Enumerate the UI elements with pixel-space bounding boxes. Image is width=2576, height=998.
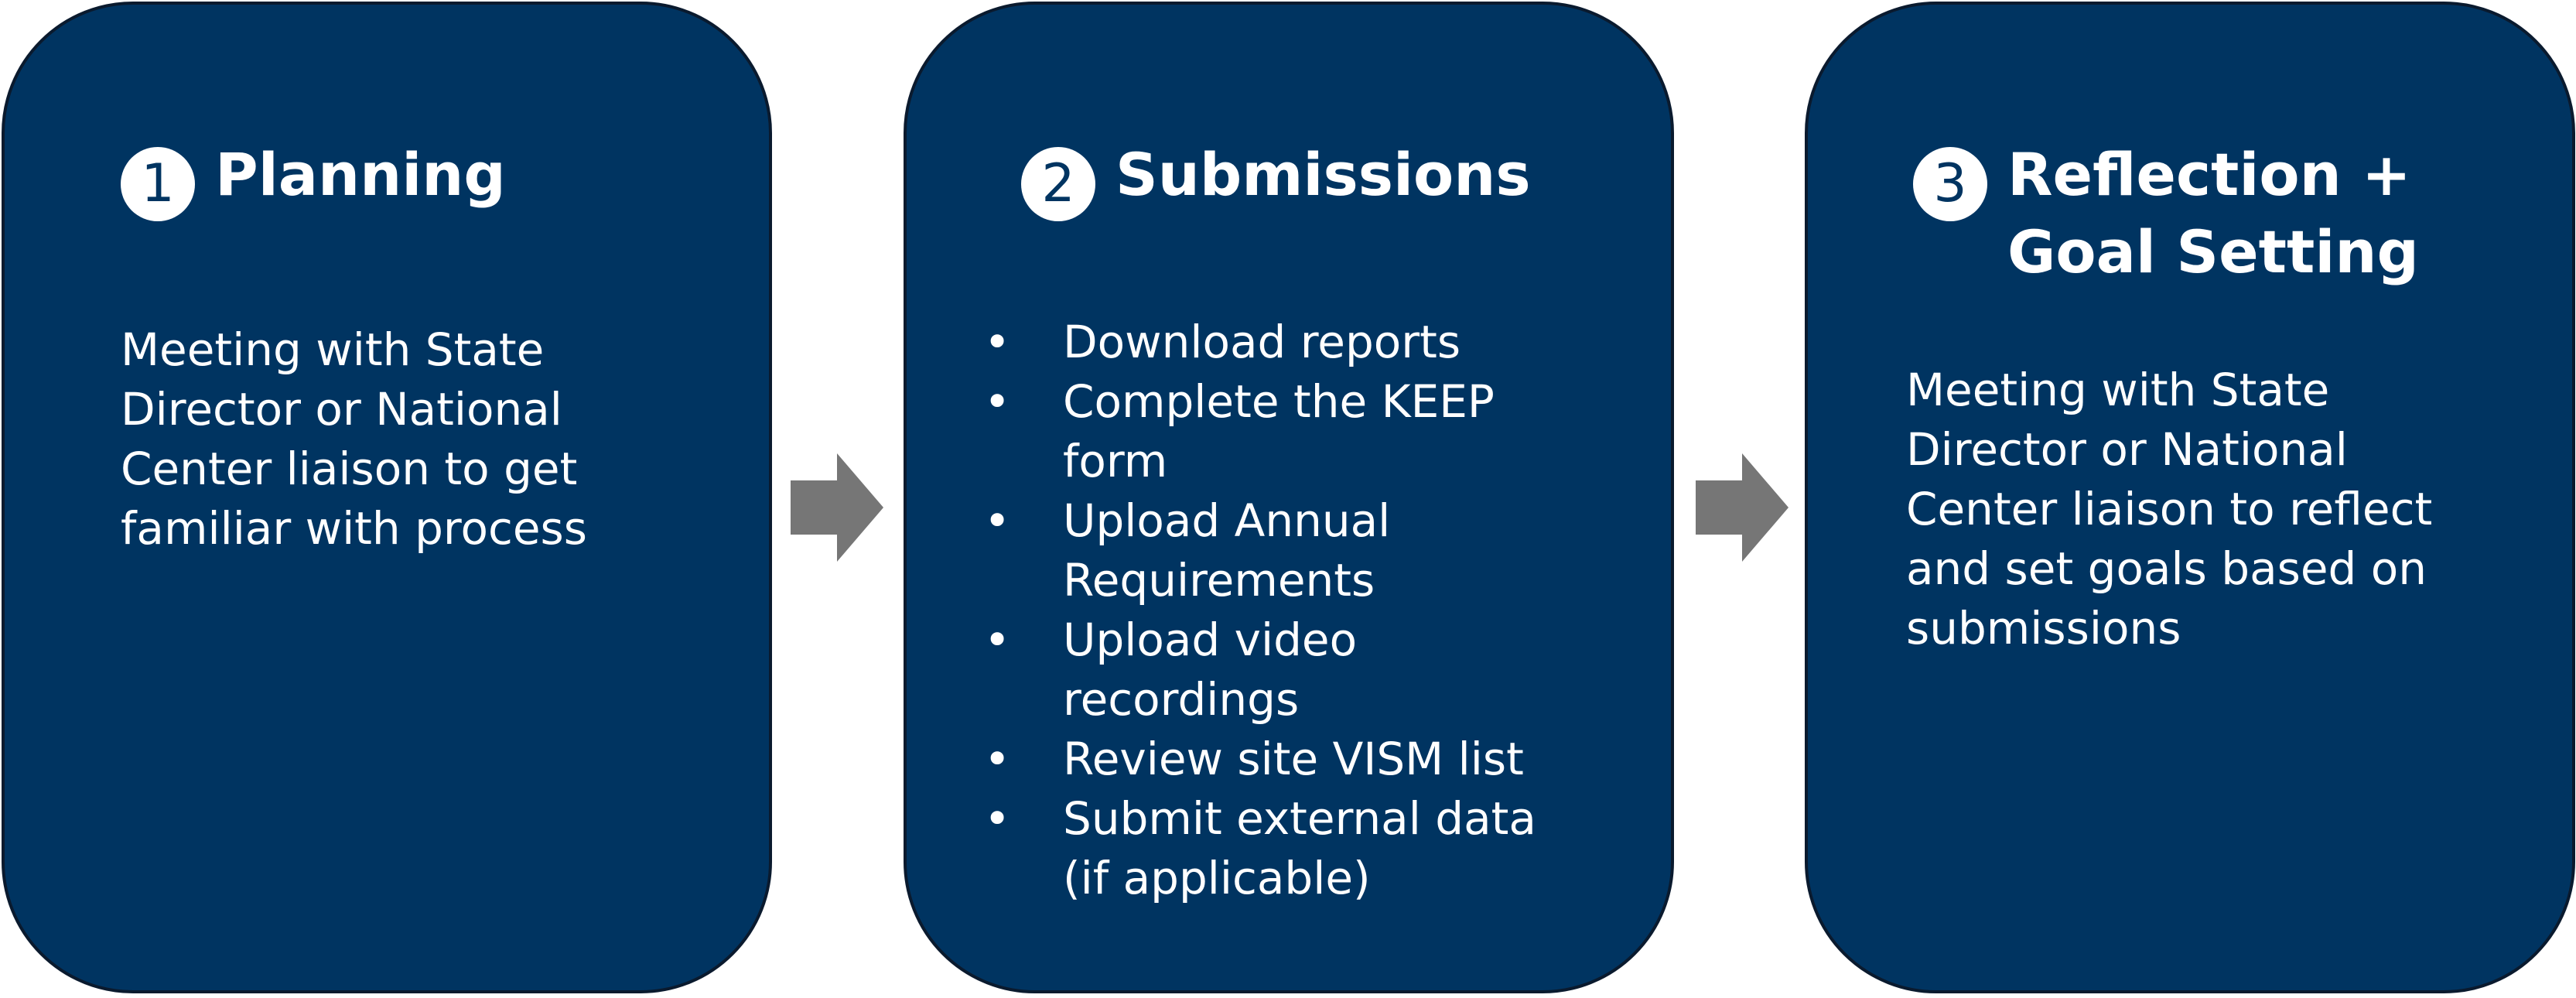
step-header: 3 Reflection + Goal Setting xyxy=(1913,136,2419,291)
list-item-text: (if applicable) xyxy=(1063,852,1371,904)
step-card-planning: 1 Planning Meeting with State Director o… xyxy=(2,2,772,993)
description-line: Center liaison to reflect xyxy=(1906,483,2433,535)
description-line: familiar with process xyxy=(121,502,587,555)
step-number-icon: 1 xyxy=(121,147,195,221)
list-item: • Upload video recordings xyxy=(984,610,1536,730)
step-number-icon: 2 xyxy=(1021,147,1095,221)
step-title-line: Goal Setting xyxy=(2007,217,2419,286)
step-card-reflection: 3 Reflection + Goal Setting Meeting with… xyxy=(1805,2,2575,993)
step-title: Reflection + Goal Setting xyxy=(2007,136,2419,291)
list-item-text: Review site VISM list xyxy=(1063,733,1524,785)
description-line: Director or National xyxy=(121,383,562,436)
description-line: Center liaison to get xyxy=(121,443,578,495)
bullet-icon: • xyxy=(984,494,1011,547)
description-line: and set goals based on xyxy=(1906,542,2427,595)
submission-task-list: • Download reports • Complete the KEEP f… xyxy=(984,313,1536,908)
step-header: 2 Submissions xyxy=(1021,136,1531,221)
step-number-icon: 3 xyxy=(1913,147,1987,221)
step-header: 1 Planning xyxy=(121,136,506,221)
bullet-icon: • xyxy=(984,792,1011,845)
list-item: • Upload Annual Requirements xyxy=(984,491,1536,610)
step-title-line: Planning xyxy=(215,140,506,209)
description-line: Meeting with State xyxy=(121,323,545,376)
list-item-text: Complete the KEEP xyxy=(1063,375,1495,428)
list-item-text: Submit external data xyxy=(1063,792,1536,845)
list-item: • Review site VISM list xyxy=(984,730,1536,789)
step-title: Planning xyxy=(215,136,506,214)
arrow-right-icon xyxy=(1696,453,1789,562)
list-item: • Download reports xyxy=(984,313,1536,372)
description-line: Meeting with State xyxy=(1906,364,2330,416)
arrow-right-icon xyxy=(791,453,883,562)
list-item: • Complete the KEEP form xyxy=(984,372,1536,491)
list-item-text: Requirements xyxy=(1063,554,1375,607)
step-card-submissions: 2 Submissions • Download reports • Compl… xyxy=(904,2,1674,993)
step-description: Meeting with State Director or National … xyxy=(1906,361,2432,658)
bullet-icon: • xyxy=(984,613,1011,666)
bullet-icon: • xyxy=(984,375,1011,428)
list-item-text: Upload Annual xyxy=(1063,494,1391,547)
description-line: Director or National xyxy=(1906,423,2348,476)
bullet-icon: • xyxy=(984,316,1011,368)
bullet-icon: • xyxy=(984,733,1011,785)
list-item: • Submit external data (if applicable) xyxy=(984,789,1536,908)
description-line: submissions xyxy=(1906,602,2181,655)
step-title-line: Submissions xyxy=(1115,140,1531,209)
list-item-text: Download reports xyxy=(1063,316,1461,368)
list-item-text: Upload video xyxy=(1063,613,1358,666)
list-item-text: form xyxy=(1063,435,1168,487)
step-title: Submissions xyxy=(1115,136,1531,214)
step-description: Meeting with State Director or National … xyxy=(121,320,587,559)
step-title-line: Reflection + xyxy=(2007,140,2411,209)
list-item-text: recordings xyxy=(1063,673,1300,726)
